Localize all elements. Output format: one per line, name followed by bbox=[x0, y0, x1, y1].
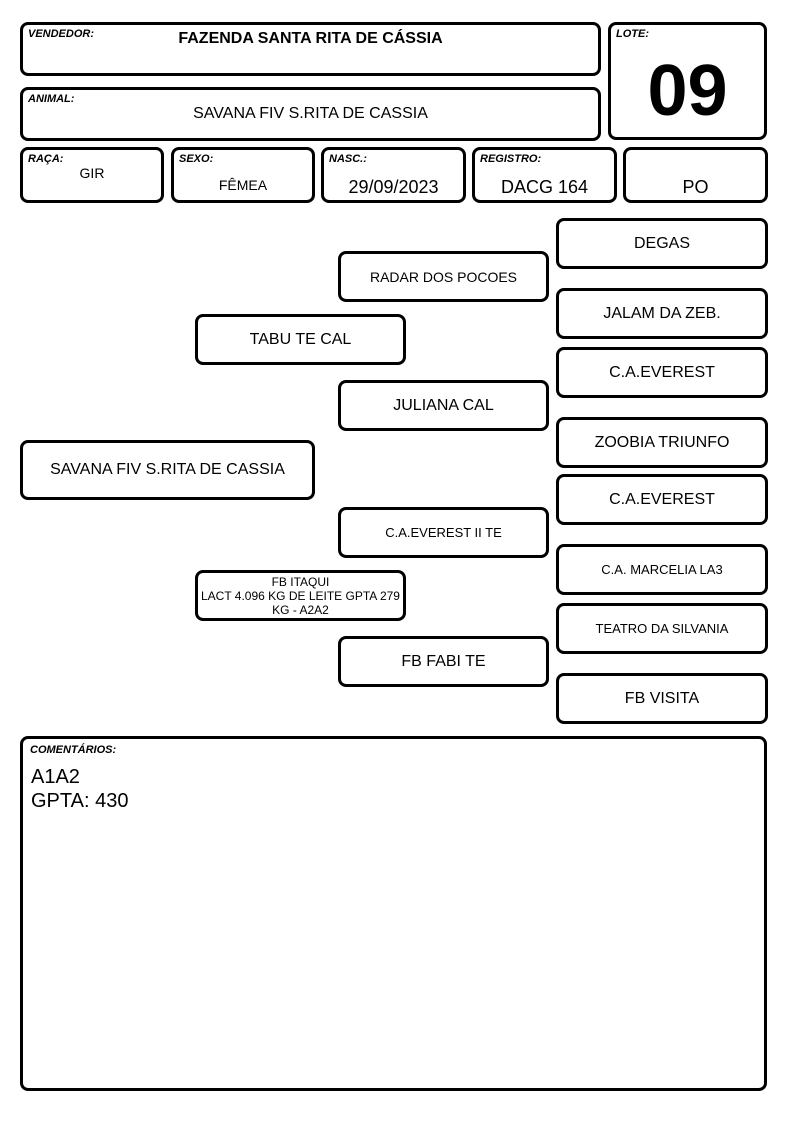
vendedor-label: VENDEDOR: bbox=[28, 28, 95, 40]
animal-label: ANIMAL: bbox=[28, 93, 75, 105]
comments-label: COMENTÁRIOS: bbox=[30, 744, 117, 756]
categoria-box: PO bbox=[623, 147, 768, 203]
lote-label: LOTE: bbox=[616, 28, 649, 40]
vendedor-box: VENDEDOR: FAZENDA SANTA RITA DE CÁSSIA bbox=[20, 22, 601, 76]
comments-line-2: GPTA: 430 bbox=[31, 790, 129, 812]
raca-value: GIR bbox=[79, 165, 105, 181]
sire-dam: JULIANA CAL bbox=[338, 380, 549, 431]
ggp-3: C.A.EVEREST bbox=[556, 347, 768, 398]
sire-sire: RADAR DOS POCOES bbox=[338, 251, 549, 302]
animal-value: SAVANA FIV S.RITA DE CASSIA bbox=[193, 105, 428, 122]
dam-sire: C.A.EVEREST II TE bbox=[338, 507, 549, 558]
dam: FB ITAQUI LACT 4.096 KG DE LEITE GPTA 27… bbox=[195, 570, 406, 621]
lote-value: 09 bbox=[647, 51, 728, 131]
lote-box: LOTE: 09 bbox=[608, 22, 767, 140]
registro-value: DACG 164 bbox=[500, 177, 589, 197]
nasc-label: NASC.: bbox=[329, 153, 367, 165]
registro-label: REGISTRO: bbox=[480, 153, 542, 165]
registro-box: REGISTRO: DACG 164 bbox=[472, 147, 617, 203]
comments-box: COMENTÁRIOS: A1A2 GPTA: 430 bbox=[20, 736, 767, 1091]
raca-box: RAÇA: GIR bbox=[20, 147, 164, 203]
ggp-4: ZOOBIA TRIUNFO bbox=[556, 417, 768, 468]
dam-dam: FB FABI TE bbox=[338, 636, 549, 687]
nasc-value: 29/09/2023 bbox=[348, 177, 439, 197]
ggp-2: JALAM DA ZEB. bbox=[556, 288, 768, 339]
sexo-label: SEXO: bbox=[179, 153, 214, 165]
sexo-box: SEXO: FÊMEA bbox=[171, 147, 315, 203]
ggp-6: C.A. MARCELIA LA3 bbox=[556, 544, 768, 595]
sire: TABU TE CAL bbox=[195, 314, 406, 365]
pedigree-animal: SAVANA FIV S.RITA DE CASSIA bbox=[20, 440, 315, 500]
ggp-7: TEATRO DA SILVANIA bbox=[556, 603, 768, 654]
animal-box: ANIMAL: SAVANA FIV S.RITA DE CASSIA bbox=[20, 87, 601, 141]
ggp-1: DEGAS bbox=[556, 218, 768, 269]
ggp-5: C.A.EVEREST bbox=[556, 474, 768, 525]
nasc-box: NASC.: 29/09/2023 bbox=[321, 147, 466, 203]
comments-line-1: A1A2 bbox=[31, 766, 80, 788]
ggp-8: FB VISITA bbox=[556, 673, 768, 724]
vendedor-value: FAZENDA SANTA RITA DE CÁSSIA bbox=[178, 30, 443, 47]
categoria-value: PO bbox=[682, 177, 709, 197]
raca-label: RAÇA: bbox=[28, 153, 64, 165]
sexo-value: FÊMEA bbox=[218, 177, 268, 193]
